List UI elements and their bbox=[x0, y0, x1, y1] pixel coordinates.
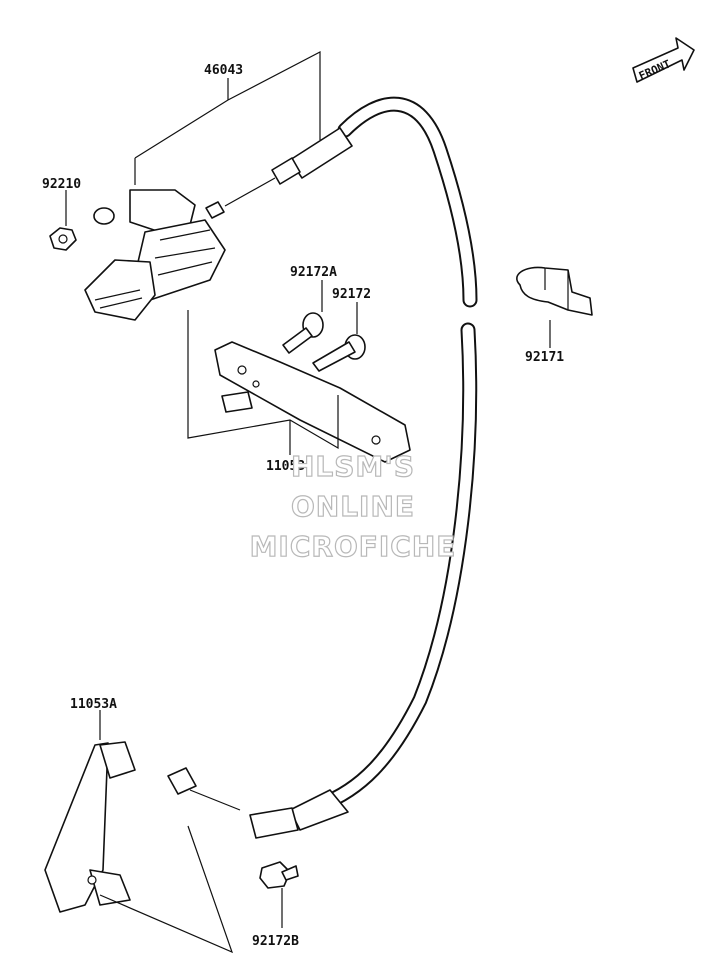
throttle-lever[interactable] bbox=[84, 189, 226, 321]
watermark-line-3: MICROFICHE bbox=[250, 530, 457, 563]
watermark-line-1: HLSM'S bbox=[291, 450, 415, 483]
front-arrow-icon: FRONT bbox=[632, 37, 695, 83]
screw-a-icon[interactable] bbox=[282, 312, 324, 354]
leader-lines bbox=[65, 51, 551, 954]
screw-icon[interactable] bbox=[312, 334, 366, 372]
label-clamp: 92171 bbox=[525, 350, 564, 365]
bracket-plate[interactable] bbox=[214, 341, 411, 463]
label-screw-a: 92172A bbox=[290, 265, 337, 280]
label-nut: 92210 bbox=[42, 177, 81, 192]
watermark-line-2: ONLINE bbox=[291, 490, 415, 523]
bracket-a-plate[interactable] bbox=[44, 741, 136, 913]
bolt-b-icon[interactable] bbox=[259, 861, 299, 889]
label-screw: 92172 bbox=[332, 287, 371, 302]
throttle-cable[interactable] bbox=[167, 96, 478, 839]
label-cable-assembly: 46043 bbox=[204, 63, 243, 78]
label-bolt-b: 92172B bbox=[252, 934, 299, 949]
nut-icon[interactable] bbox=[49, 227, 77, 251]
label-bracket-a: 11053A bbox=[70, 697, 117, 712]
clamp-icon[interactable] bbox=[516, 266, 593, 316]
label-bracket: 11053 bbox=[266, 459, 305, 474]
